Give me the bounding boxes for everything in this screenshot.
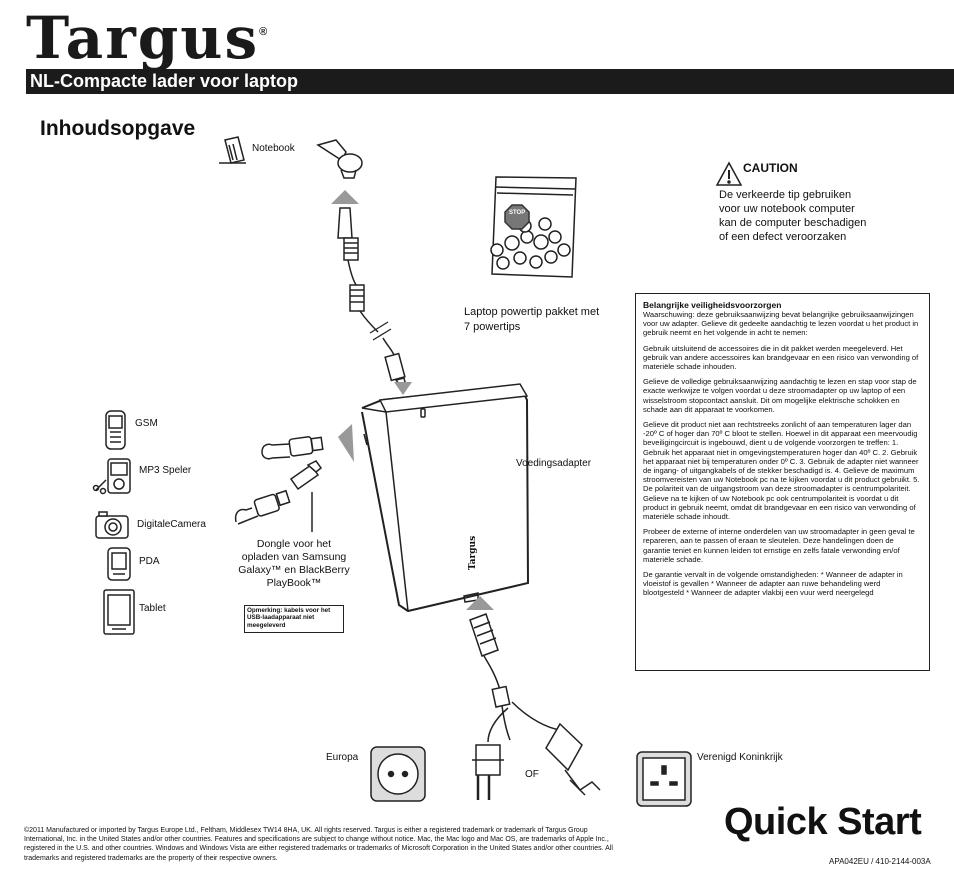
safety-title: Belangrijke veiligheidsvoorzorgen (643, 300, 782, 310)
quick-start-title: Quick Start (724, 801, 922, 843)
device-label-gsm: GSM (135, 418, 158, 429)
safety-paragraph: Waarschuwing: deze gebruiksaanwijzing be… (643, 310, 919, 338)
power-adapter-icon (361, 383, 530, 613)
uk-plug-icon (511, 701, 601, 796)
caution-title: CAUTION (743, 161, 798, 175)
contents-heading: Inhoudsopgave (40, 117, 196, 140)
uk-socket-icon (636, 751, 692, 807)
safety-paragraph: Gelieve de volledige gebruiksaanwijzing … (643, 377, 917, 414)
caution-text: De verkeerde tip gebruiken voor uw noteb… (719, 189, 867, 243)
arrow-down-icon (394, 382, 412, 395)
phone-icon (105, 410, 126, 450)
adapter-label: Voedingsadapter (516, 458, 592, 469)
europe-label: Europa (326, 752, 359, 763)
pda-icon (107, 547, 131, 581)
euro-plug-icon (472, 707, 509, 800)
stop-label: STOP (509, 210, 526, 216)
dc-plug-icon (337, 207, 407, 389)
dongle-description: Dongle voor het opladen van Samsung Gala… (238, 538, 350, 589)
arrow-up-mains-icon (466, 596, 494, 610)
tablet-icon (103, 589, 135, 635)
safety-paragraph: Gebruik uitsluitend de accessoires die i… (643, 343, 919, 372)
page-title: NL-Compacte lader voor laptop (30, 71, 299, 91)
part-code: APA042EU / 410-2144-003A (829, 857, 931, 866)
safety-precautions-box: Belangrijke veiligheidsvoorzorgen Waarsc… (635, 293, 930, 671)
device-label-camera: DigitaleCamera (137, 519, 206, 530)
safety-paragraph: Probeer de externe of interne onderdelen… (643, 527, 915, 564)
mains-connector-icon (469, 613, 511, 741)
device-label-pda: PDA (139, 556, 160, 567)
usb-cable-lower-icon (234, 489, 291, 525)
europe-socket-icon (370, 746, 426, 802)
notebook-label: Notebook (252, 143, 295, 154)
powertip-pack-label: Laptop powertip pakket met 7 powertips (464, 306, 600, 333)
usb-cable-icon (261, 436, 324, 460)
or-label: OF (525, 769, 539, 780)
arrow-up-icon (331, 190, 359, 204)
targus-logo: Targus® (26, 4, 270, 72)
device-label-tablet: Tablet (139, 603, 166, 614)
micro-usb-dongle-icon (289, 460, 323, 532)
notebook-icon (219, 136, 246, 164)
safety-paragraph: De garantie vervalt in de volgende omsta… (643, 570, 903, 598)
safety-paragraph: Gelieve dit product niet aan rechtstreek… (643, 420, 920, 522)
stop-sign-icon (504, 204, 530, 230)
uk-label: Verenigd Koninkrijk (697, 752, 783, 763)
legal-footer: ©2011 Manufactured or imported by Targus… (24, 827, 613, 862)
device-label-mp3: MP3 Speler (139, 465, 192, 476)
arrow-left-icon (338, 424, 354, 462)
adapter-brand: Targus (468, 535, 479, 571)
dongle-note: Opmerking: kabels voor het USB-laadappar… (244, 605, 344, 633)
title-bar: NL-Compacte lader voor laptop (26, 69, 954, 94)
powertip-connector-icon (316, 139, 363, 179)
mp3-player-icon (92, 458, 131, 495)
powertip-bag-icon (490, 176, 577, 278)
camera-icon (95, 511, 129, 539)
